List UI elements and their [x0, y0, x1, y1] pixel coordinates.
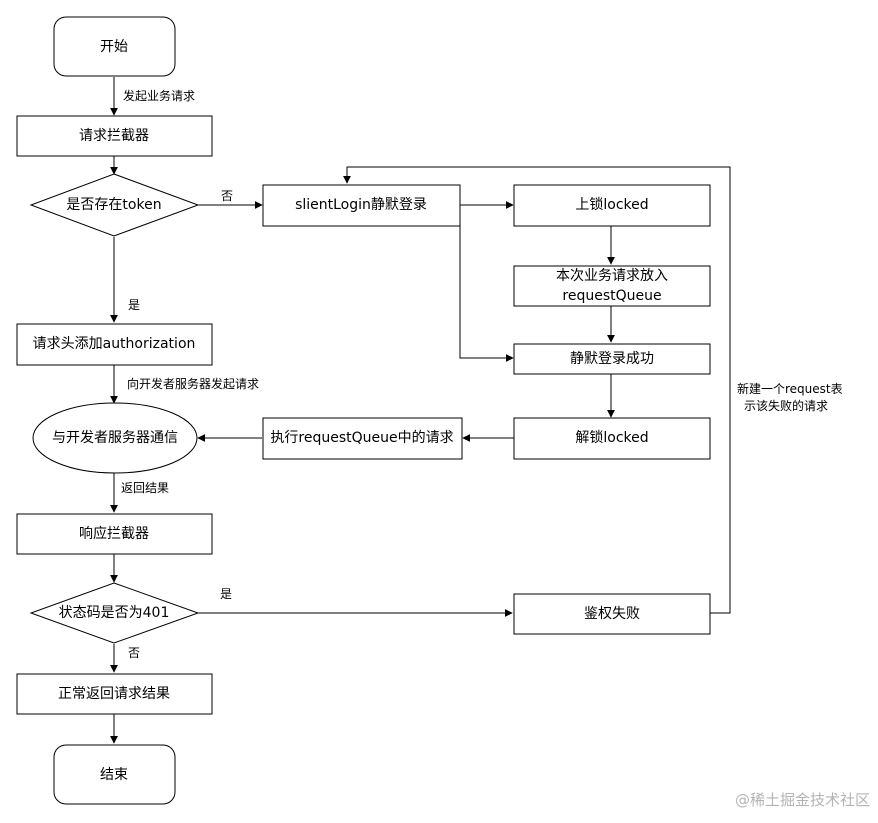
run-queue-label: 执行requestQueue中的请求: [270, 430, 453, 446]
add-auth-header-node: [16, 323, 213, 366]
auth-failed-label: 鉴权失败: [584, 606, 640, 622]
return-result-label: 返回结果: [121, 481, 169, 495]
queue-node: [513, 265, 711, 307]
yes-token-label: 是: [128, 298, 140, 312]
new-request-label-line2: 示该失败的请求: [744, 398, 828, 413]
end-label: 结束: [100, 767, 128, 783]
lock-label: 上锁locked: [575, 197, 648, 213]
no-token-label: 否: [221, 189, 233, 203]
unlock-label: 解锁locked: [575, 430, 648, 446]
normal-return-label: 正常返回请求结果: [58, 686, 170, 702]
login-success-label: 静默登录成功: [570, 351, 654, 367]
start-node: [53, 16, 176, 77]
not-401-label: 否: [128, 646, 140, 660]
response-interceptor-label: 响应拦截器: [79, 525, 149, 542]
unlock-node: [513, 417, 711, 460]
has-token-label: 是否存在token: [66, 197, 161, 213]
normal-return-node: [16, 673, 213, 715]
silent-login-node: [262, 184, 461, 227]
auth-failed-node: [513, 593, 711, 635]
silent-login-label: slientLogin静默登录: [295, 197, 427, 213]
response-interceptor-node: [16, 513, 213, 555]
is-401-label: 是: [220, 587, 232, 601]
lock-node: [513, 184, 711, 227]
edges: [110, 77, 731, 744]
nodes: [16, 16, 711, 805]
to-server-label: 向开发者服务器发起请求: [127, 376, 259, 391]
edge-auth-failed-back-to-silent-login: [343, 166, 731, 614]
send-request-label: 发起业务请求: [123, 88, 195, 103]
end-node: [53, 744, 176, 805]
run-queue-node: [262, 417, 463, 460]
status-401-decision: [29, 582, 200, 644]
edge-labels: 发起业务请求 否 是 向开发者服务器发起请求 返回结果 是 否 新建一个requ…: [121, 88, 843, 660]
start-label: 开始: [100, 39, 128, 55]
node-labels: 开始 请求拦截器 是否存在token slientLogin静默登录 上锁loc…: [33, 39, 668, 783]
status-401-label: 状态码是否为401: [59, 605, 170, 621]
communicate-label: 与开发者服务器通信: [52, 430, 178, 446]
queue-label-line2: requestQueue: [562, 288, 661, 304]
request-interceptor-node: [16, 115, 213, 157]
request-interceptor-label: 请求拦截器: [79, 128, 149, 144]
login-success-node: [513, 343, 711, 375]
queue-label-line1: 本次业务请求放入: [556, 268, 668, 284]
has-token-decision: [29, 173, 200, 237]
new-request-label-line1: 新建一个request表: [737, 381, 843, 396]
add-auth-header-label: 请求头添加authorization: [33, 336, 196, 352]
communicate-node: [32, 402, 198, 474]
watermark: @稀土掘金技术社区: [735, 791, 870, 809]
edge-silent-login-to-login-success: [459, 226, 514, 362]
